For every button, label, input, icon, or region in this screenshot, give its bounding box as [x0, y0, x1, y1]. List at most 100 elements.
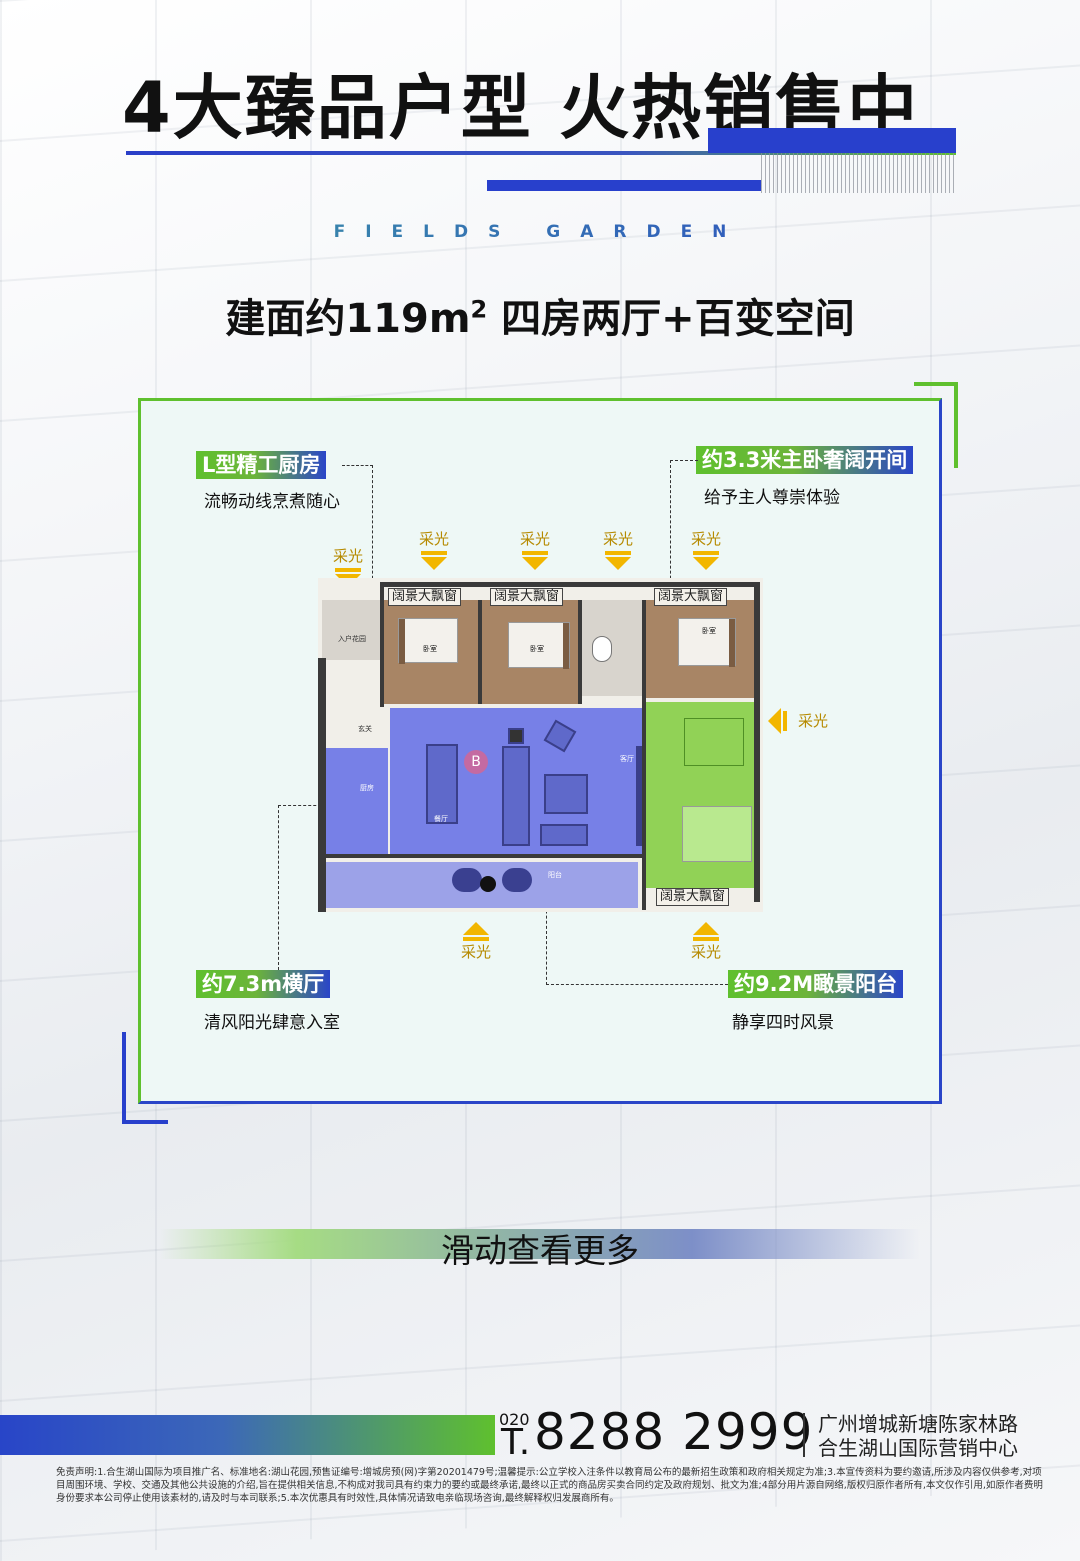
arrow-down-icon	[693, 557, 719, 570]
title-underline	[126, 151, 956, 155]
decor-stripes	[761, 153, 956, 193]
arrow-up-icon	[463, 922, 489, 935]
corner-decor	[122, 1120, 168, 1124]
sunlight-label: 采光	[519, 530, 550, 548]
bed	[398, 618, 458, 664]
toilet-icon	[592, 636, 612, 662]
wall	[318, 658, 326, 912]
feature-desc-master-bedroom: 给予主人尊崇体验	[704, 488, 840, 508]
arrow-down-icon	[421, 557, 447, 570]
room-label-bedroom: 卧室	[530, 645, 544, 653]
corner-decor	[954, 382, 958, 468]
sun-bar	[605, 551, 631, 555]
master-bathroom	[684, 718, 744, 766]
bed-headboard	[399, 619, 405, 664]
feature-desc-living-hall: 清风阳光肆意入室	[204, 1013, 340, 1033]
sunlight-label: 采光	[690, 943, 721, 961]
sales-address: 广州增城新塘陈家林路 合生湖山国际营销中心	[818, 1412, 1018, 1460]
entry-garden	[322, 600, 380, 660]
ottoman	[540, 824, 588, 846]
sunlight-label: 采光	[690, 530, 721, 548]
sun-bar	[421, 551, 447, 555]
bay-window-label: 阔景大飘窗	[490, 588, 564, 606]
room-label-living: 客厅	[620, 755, 634, 763]
kitchen	[326, 748, 388, 856]
bed-headboard	[729, 619, 735, 667]
leader-line	[342, 465, 373, 466]
address-line-2: 合生湖山国际营销中心	[818, 1436, 1018, 1460]
sun-bar	[693, 937, 719, 941]
corner-decor	[914, 382, 958, 386]
leader-line	[546, 984, 728, 985]
address-line-1: 广州增城新塘陈家林路	[818, 1412, 1018, 1436]
disclaimer: 免责声明:1.合生湖山国际为项目推广名、标准地名:湖山花园,预售证编号:增城房预…	[56, 1467, 1043, 1504]
feature-tag-balcony: 约9.2M瞰景阳台	[728, 970, 904, 998]
sofa	[502, 746, 530, 846]
floorplan: 入户花园 卧室 卧室 卧室 厨房 阳台 餐厅 B 客厅 玄关 阔景大飘窗 阔景大…	[318, 578, 763, 912]
arrow-up-icon	[693, 922, 719, 935]
unit-type-badge: B	[464, 750, 488, 774]
arrow-down-icon	[605, 557, 631, 570]
dining-table	[426, 744, 458, 824]
subtitle-superscript: 2	[470, 295, 488, 324]
tv-cabinet	[636, 746, 642, 846]
footer-color-bar	[0, 1415, 495, 1455]
sunlight-indicator: 采光	[768, 708, 838, 736]
sunlight-indicator: 采光	[505, 528, 565, 570]
wall	[578, 600, 582, 704]
feature-desc-balcony: 静享四时风景	[732, 1013, 834, 1033]
sunlight-indicator: 采光	[446, 920, 506, 962]
phone-area-code: 020	[499, 1410, 530, 1429]
bay-window-label: 阔景大飘窗	[388, 588, 462, 606]
subtitle-suffix: 四房两厅+百变空间	[487, 296, 855, 342]
room-label-entry-garden: 入户花园	[338, 635, 366, 643]
sunlight-label: 采光	[418, 530, 449, 548]
arrow-down-icon	[522, 557, 548, 570]
bed-headboard	[563, 623, 569, 669]
sunlight-label: 采光	[460, 943, 491, 961]
swipe-more-prompt[interactable]: 滑动查看更多	[441, 1231, 639, 1270]
corner-decor	[122, 1032, 126, 1124]
sunlight-indicator: 采光	[676, 920, 736, 962]
wall	[380, 582, 384, 707]
leader-line	[278, 805, 279, 970]
sun-bar	[463, 937, 489, 941]
room-label-bedroom: 卧室	[702, 627, 716, 635]
footer-divider	[803, 1413, 805, 1457]
phone-number[interactable]: 8288 2999	[534, 1403, 814, 1461]
feature-tag-kitchen: L型精工厨房	[196, 451, 327, 479]
wall	[754, 582, 760, 902]
wall	[642, 600, 646, 910]
sunlight-label: 采光	[602, 530, 633, 548]
room-label-dining: 餐厅	[434, 815, 448, 823]
bed	[678, 618, 736, 667]
bed	[508, 622, 570, 669]
sun-bar	[335, 568, 361, 572]
decor-blue-block	[708, 128, 956, 153]
phone-prefix: T.	[501, 1422, 531, 1463]
wall	[478, 600, 482, 704]
room-label-balcony: 阳台	[548, 871, 562, 879]
wall	[380, 582, 760, 587]
leader-line	[670, 460, 698, 461]
bay-window-label: 阔景大飘窗	[656, 888, 730, 906]
feature-desc-kitchen: 流畅动线烹煮随心	[204, 492, 340, 512]
brand-name: FIELDS GARDEN	[0, 222, 1080, 242]
sun-bar	[783, 711, 787, 731]
sunlight-indicator: 采光	[588, 528, 648, 570]
balcony-chair	[452, 868, 482, 892]
wall	[326, 854, 642, 858]
room-label-hall: 玄关	[358, 725, 372, 733]
room-label-bedroom: 卧室	[423, 645, 437, 653]
room-label-kitchen: 厨房	[360, 784, 374, 792]
sunlight-indicator: 采光	[676, 528, 736, 570]
page-subtitle: 建面约119m2 四房两厅+百变空间	[0, 286, 1080, 344]
coffee-table	[544, 774, 588, 814]
leader-line	[546, 885, 547, 985]
subtitle-prefix: 建面约119m	[225, 296, 471, 342]
balcony-chair	[502, 868, 532, 892]
feature-tag-living-hall: 约7.3m横厅	[196, 970, 331, 998]
arrow-left-icon	[768, 708, 781, 734]
swipe-banner	[160, 1229, 920, 1259]
sunlight-label: 采光	[332, 547, 363, 565]
